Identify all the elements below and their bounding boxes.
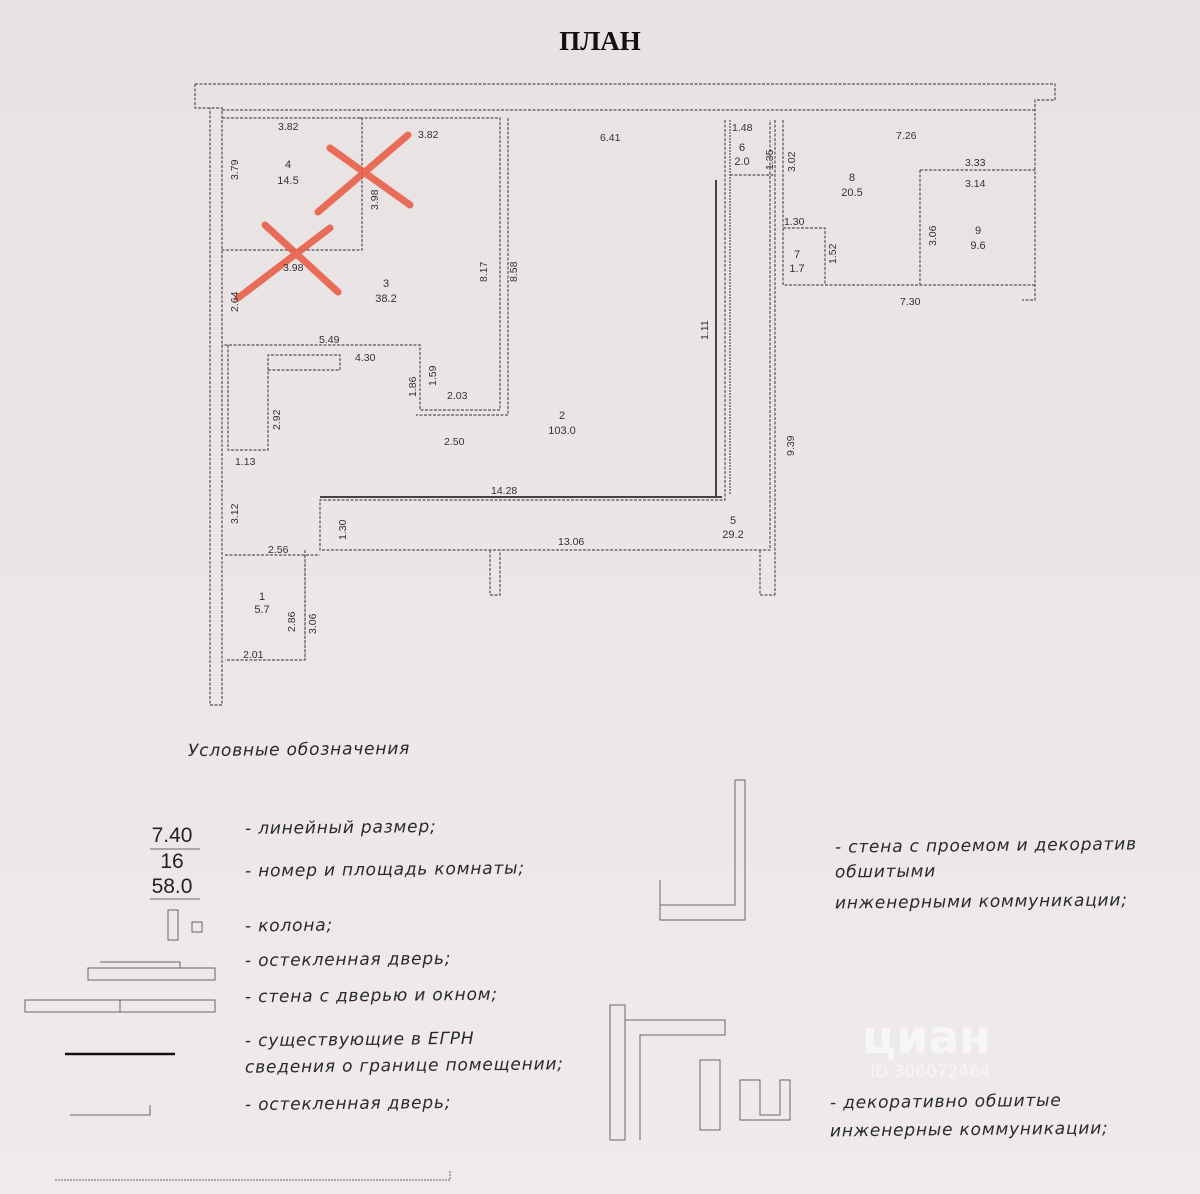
legend-item: - колона; [244,915,334,937]
dimension: 7.30 [900,296,921,308]
dimension: 1.52 [827,243,839,264]
dimension: 14.28 [491,485,517,497]
dimension: 3.06 [307,613,319,634]
room-area: 9.6 [970,240,985,252]
dimension: 3.02 [786,151,798,172]
legend-item-right: - декоративно обшитые [829,1090,1062,1114]
room-number: 1 [259,591,265,603]
legend-item: сведения о границе помещении; [244,1054,564,1078]
legend-item: - остекленная дверь; [244,1092,452,1116]
dimension: 4.30 [355,352,376,364]
dimension: 2.56 [268,544,289,556]
room-number: 2 [559,410,565,422]
room-area: 20.5 [841,187,862,199]
legend-symbols [24,779,791,1181]
legend-item: - существующие в ЕГРН [244,1028,475,1052]
legend-sample-room-area: 58.0 [151,875,193,898]
legend-item-right: - стена с проемом и декоратив [834,834,1137,858]
legend-item: - линейный размер; [244,816,437,840]
room-area: 5.7 [254,604,269,616]
watermark-id: ID 306072464 [870,1062,991,1082]
dimension: 5.49 [319,334,340,346]
room-area: 29.2 [722,529,743,541]
room-number: 6 [739,142,745,154]
dimension: 2.64 [229,291,241,312]
legend-item-right: обшитыми [834,861,937,883]
dimension: 2.50 [444,436,465,448]
dimension: 3.82 [418,129,439,141]
dimension: 8.58 [508,261,520,282]
red-cross-marks [234,131,414,302]
dimension: 6.41 [600,132,621,144]
room-area: 1.7 [789,263,804,275]
dimension: 3.33 [965,157,986,169]
dimension: 1.13 [235,456,256,468]
dimension-labels: 3.82 3.82 6.41 1.48 1.35 3.02 7.26 3.33 … [229,121,986,661]
dimension: 2.01 [243,649,264,661]
hatched-walls [320,180,722,498]
dimension: 3.12 [229,503,241,524]
dimension: 8.17 [478,261,490,282]
dimension: 7.26 [896,130,917,142]
legend-item: - номер и площадь комнаты; [244,858,525,882]
legend-item-right: инженерными коммуникации; [834,890,1128,914]
dimension: 2.03 [447,390,468,402]
dimension: 13.06 [558,536,584,548]
room-number: 7 [794,249,800,261]
room-number: 5 [730,515,736,527]
legend-heading: Условные обозначения [187,738,411,762]
room-area: 103.0 [548,425,576,437]
dimension: 1.11 [699,320,711,340]
room-number: 3 [383,278,389,290]
legend-item: - стена с дверью и окном; [244,984,498,1008]
dimension: 2.92 [271,409,283,430]
dimension: 3.98 [283,262,304,274]
room-labels: 1 5.7 2 103.0 3 38.2 4 14.5 5 29.2 6 2.0… [254,142,985,616]
legend-sample-dimension: 7.40 [151,824,193,847]
plan-title: ПЛАН [559,26,641,56]
dimension: 9.39 [785,435,797,456]
dimension: 3.06 [927,225,939,246]
legend-sample-room-number: 16 [160,850,184,873]
dimension: 1.48 [732,122,753,134]
dimension: 1.86 [407,376,419,397]
watermark-brand: циан [862,1010,992,1064]
legend-item: - остекленная дверь; [244,948,452,972]
room-area: 14.5 [277,175,298,187]
room-number: 4 [285,159,291,171]
dimension: 1.30 [337,519,349,540]
legend-item-right: инженерные коммуникации; [829,1118,1109,1142]
dimension: 1.30 [784,216,805,228]
room-number: 9 [975,225,981,237]
dimension: 3.14 [965,178,986,190]
walls [194,83,1056,706]
dimension: 3.98 [369,189,381,210]
dimension: 1.59 [427,365,439,386]
dimension: 2.86 [286,611,298,632]
room-area: 2.0 [734,156,749,168]
dimension: 3.82 [278,121,299,133]
room-area: 38.2 [375,293,396,305]
room-number: 8 [849,172,855,184]
column-symbol [167,909,179,941]
dimension: 3.79 [229,159,241,180]
dimension: 1.35 [764,149,776,170]
